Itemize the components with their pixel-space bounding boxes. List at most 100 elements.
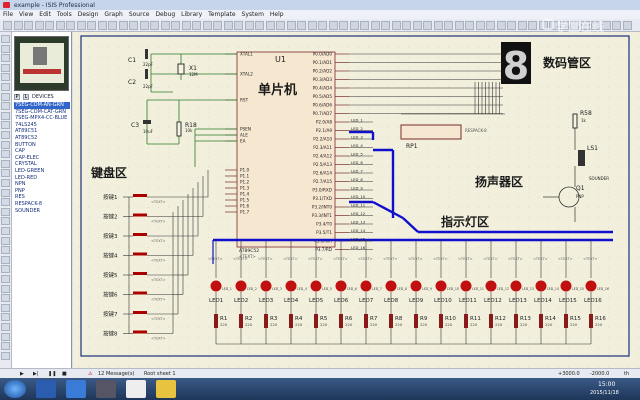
mode-button-icon[interactable] [1, 188, 10, 197]
toolbar-button-icon[interactable] [265, 21, 275, 30]
mode-button-icon[interactable] [1, 303, 10, 312]
mode-button-icon[interactable] [1, 83, 10, 91]
toolbar-button-icon[interactable] [612, 21, 621, 30]
toolbar-button-icon[interactable] [580, 21, 590, 30]
device-item[interactable]: CAP-ELEC [15, 154, 40, 161]
mode-button-icon[interactable] [1, 169, 10, 178]
led-resistor[interactable] [339, 314, 343, 328]
led-resistor[interactable] [589, 314, 593, 328]
mode-button-icon[interactable] [1, 121, 10, 130]
toolbar-button-icon[interactable] [370, 21, 380, 30]
pause-icon[interactable]: ❚❚ [48, 371, 57, 377]
toolbar-button-icon[interactable] [307, 21, 317, 30]
toolbar-button-icon[interactable] [192, 21, 201, 30]
key-button[interactable] [133, 194, 147, 197]
toolbar-button-icon[interactable] [433, 21, 443, 30]
device-item[interactable]: AT89C52 [15, 134, 38, 141]
led-resistor[interactable] [364, 314, 368, 328]
mode-button-icon[interactable] [1, 332, 10, 341]
toolbar-button-icon[interactable] [381, 21, 390, 30]
device-item[interactable]: CAP [15, 148, 25, 155]
toolbar-button-icon[interactable] [286, 21, 296, 30]
mode-button-icon[interactable] [1, 265, 10, 274]
led-resistor[interactable] [289, 314, 293, 328]
mode-button-icon[interactable] [1, 217, 10, 226]
led-indicator[interactable] [385, 280, 397, 292]
device-item[interactable]: AT89C51 [15, 128, 38, 135]
led-resistor[interactable] [439, 314, 443, 328]
mode-button-icon[interactable] [1, 131, 10, 139]
led-resistor[interactable] [389, 314, 393, 328]
led-indicator[interactable] [310, 280, 322, 292]
mode-button-icon[interactable] [1, 54, 10, 63]
menu-edit[interactable]: Edit [39, 11, 51, 18]
toolbar-button-icon[interactable] [34, 21, 44, 30]
led-indicator[interactable] [410, 280, 422, 292]
led-indicator[interactable] [460, 280, 472, 292]
mode-button-icon[interactable] [1, 236, 10, 245]
device-item[interactable]: 7SEG-COM-CAT-GRN [15, 108, 66, 115]
toolbar-button-icon[interactable] [528, 21, 537, 30]
toolbar-button-icon[interactable] [622, 21, 632, 30]
folder-icon[interactable] [96, 380, 116, 398]
toolbar-button-icon[interactable] [465, 21, 474, 30]
toolbar-button-icon[interactable] [244, 21, 254, 30]
led-resistor[interactable] [264, 314, 268, 328]
stop-icon[interactable]: ■ [62, 371, 67, 377]
message-count[interactable]: 12 Message(s) [98, 371, 135, 377]
toolbar-button-icon[interactable] [118, 21, 128, 30]
led-resistor[interactable] [314, 314, 318, 328]
word-icon[interactable] [36, 380, 56, 398]
toolbar-button-icon[interactable] [55, 21, 65, 30]
menu-source[interactable]: Source [128, 11, 150, 18]
menu-view[interactable]: View [19, 11, 34, 18]
toolbar-button-icon[interactable] [276, 21, 285, 30]
key-button[interactable] [133, 272, 147, 275]
toolbar-button-icon[interactable] [45, 21, 54, 30]
device-item[interactable]: LED-GREEN [15, 167, 45, 174]
mode-button-icon[interactable] [1, 73, 10, 82]
toolbar-button-icon[interactable] [223, 21, 233, 30]
toolbar-button-icon[interactable] [24, 21, 33, 30]
ls1-sounder[interactable] [578, 150, 585, 166]
led-resistor[interactable] [489, 314, 493, 328]
toolbar-button-icon[interactable] [454, 21, 464, 30]
mode-button-icon[interactable] [1, 179, 10, 187]
led-resistor[interactable] [564, 314, 568, 328]
led-indicator[interactable] [285, 280, 297, 292]
mode-button-icon[interactable] [1, 159, 10, 168]
mode-button-icon[interactable] [1, 102, 10, 111]
led-indicator[interactable] [485, 280, 497, 292]
device-item[interactable]: RES [15, 194, 25, 201]
mode-button-icon[interactable] [1, 227, 10, 235]
device-item[interactable]: SOUNDER [15, 207, 40, 214]
toolbar-button-icon[interactable] [181, 21, 191, 30]
step-icon[interactable]: ▶| [33, 371, 39, 377]
x1-crystal[interactable] [177, 63, 185, 75]
toolbar-button-icon[interactable] [213, 21, 222, 30]
c1-capacitor[interactable] [145, 49, 148, 59]
led-indicator[interactable] [535, 280, 547, 292]
mode-button-icon[interactable] [1, 198, 10, 207]
mode-button-icon[interactable] [1, 255, 10, 264]
key-button[interactable] [133, 330, 147, 334]
mcu-chip[interactable] [236, 51, 336, 248]
mode-button-icon[interactable] [1, 140, 10, 149]
toolbar-button-icon[interactable] [3, 21, 12, 30]
key-button[interactable] [133, 213, 147, 217]
led-resistor[interactable] [514, 314, 518, 328]
isis-taskbar-icon[interactable] [66, 380, 86, 398]
toolbar-button-icon[interactable] [87, 21, 96, 30]
toolbar-button-icon[interactable] [97, 21, 107, 30]
library-button[interactable]: L [23, 94, 29, 100]
led-indicator[interactable] [585, 280, 597, 292]
mode-button-icon[interactable] [1, 111, 10, 120]
led-resistor[interactable] [239, 314, 243, 328]
device-item[interactable]: CRYSTAL [15, 161, 37, 168]
mode-button-icon[interactable] [1, 323, 10, 331]
toolbar-button-icon[interactable] [234, 21, 243, 30]
key-button[interactable] [133, 291, 147, 295]
mode-button-icon[interactable] [1, 351, 10, 360]
toolbar-button-icon[interactable] [591, 21, 600, 30]
